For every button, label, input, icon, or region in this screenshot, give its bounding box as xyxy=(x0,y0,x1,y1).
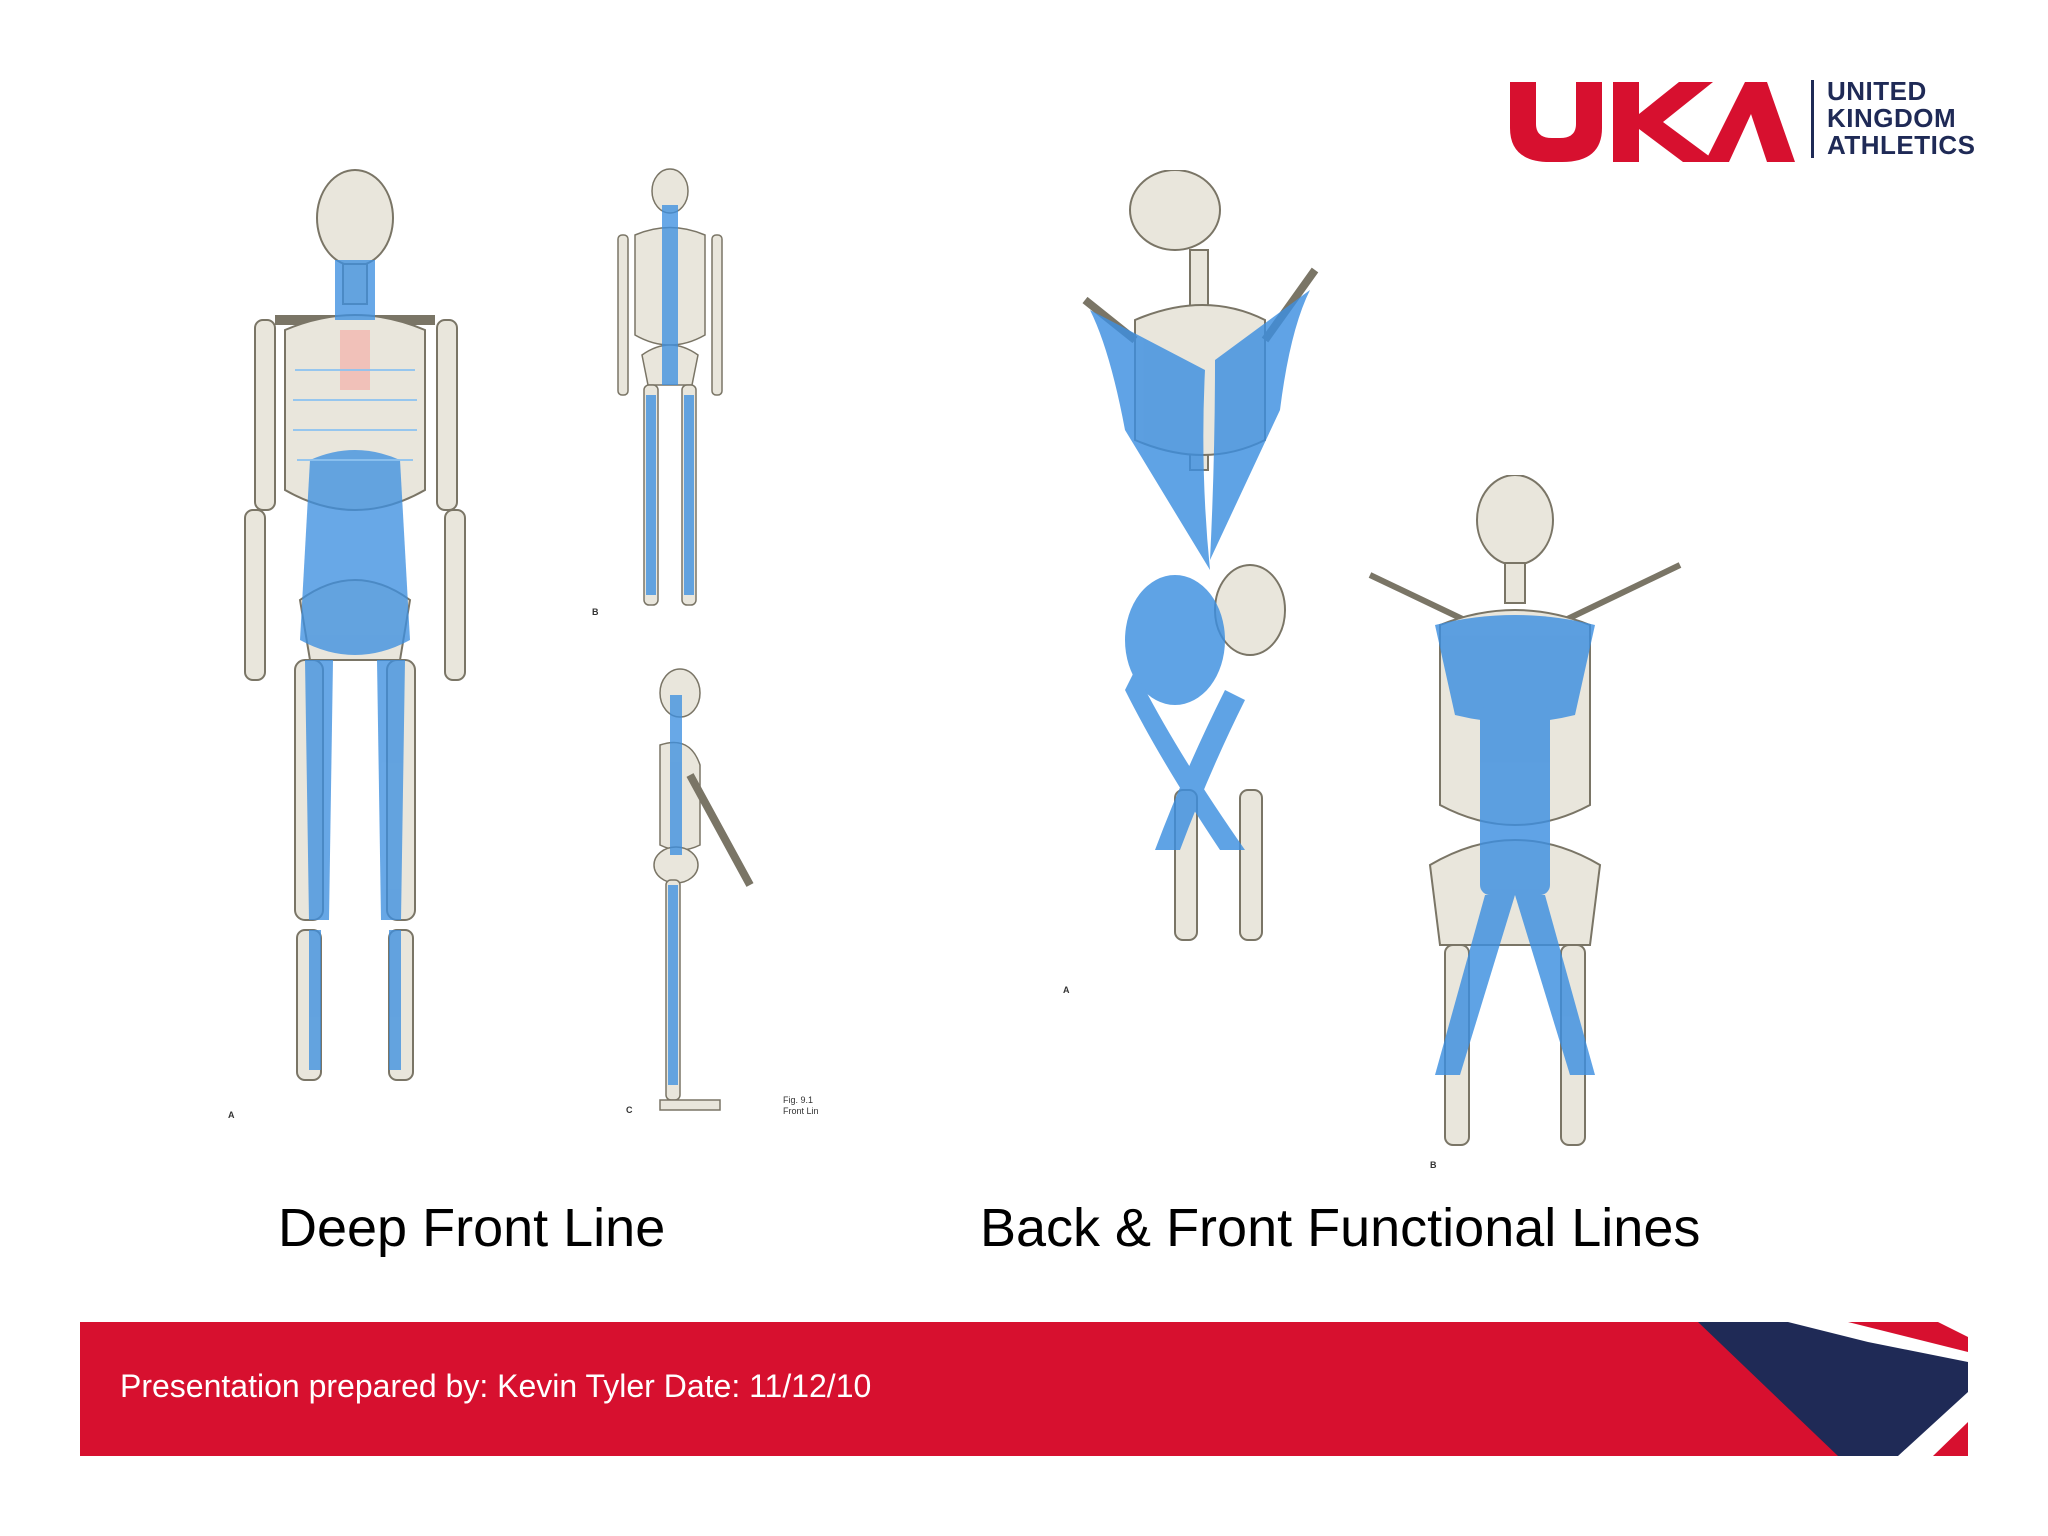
back-functional-line-figure xyxy=(1082,170,1319,941)
deep-front-line-anterior-figure xyxy=(244,169,466,1081)
union-flag-graphic xyxy=(1698,1322,1968,1456)
figure-letter-right-b: B xyxy=(1430,1160,1437,1170)
logo-text: UNITED KINGDOM ATHLETICS xyxy=(1827,78,1975,159)
figure-caption-number: Fig. 9.1 xyxy=(783,1095,814,1105)
deep-front-line-posterior-figure xyxy=(617,168,723,606)
caption-deep-front-line: Deep Front Line xyxy=(278,1198,666,1258)
uka-logo: UNITED KINGDOM ATHLETICS xyxy=(1505,70,1975,170)
footer-text: Presentation prepared by: Kevin Tyler Da… xyxy=(120,1368,872,1404)
logo-line-united: UNITED xyxy=(1827,76,1927,106)
logo-line-kingdom: KINGDOM xyxy=(1827,103,1957,133)
deep-front-line-lateral-figure xyxy=(653,668,754,1111)
logo-separator xyxy=(1811,80,1814,158)
figure-letter-a: A xyxy=(228,1110,235,1120)
figure-letter-b: B xyxy=(592,607,599,617)
figure-caption-title: Front Lin xyxy=(783,1106,819,1116)
figure-caption: Fig. 9.1 Front Lin xyxy=(783,1095,819,1117)
front-functional-line-figure xyxy=(1368,475,1682,1146)
caption-functional-lines: Back & Front Functional Lines xyxy=(980,1198,1701,1258)
figure-letter-right-a: A xyxy=(1063,985,1070,995)
footer-bar: Presentation prepared by: Kevin Tyler Da… xyxy=(80,1322,1968,1456)
logo-line-athletics: ATHLETICS xyxy=(1827,130,1976,160)
figure-letter-c: C xyxy=(626,1105,633,1115)
uka-wordmark xyxy=(1510,82,1795,162)
